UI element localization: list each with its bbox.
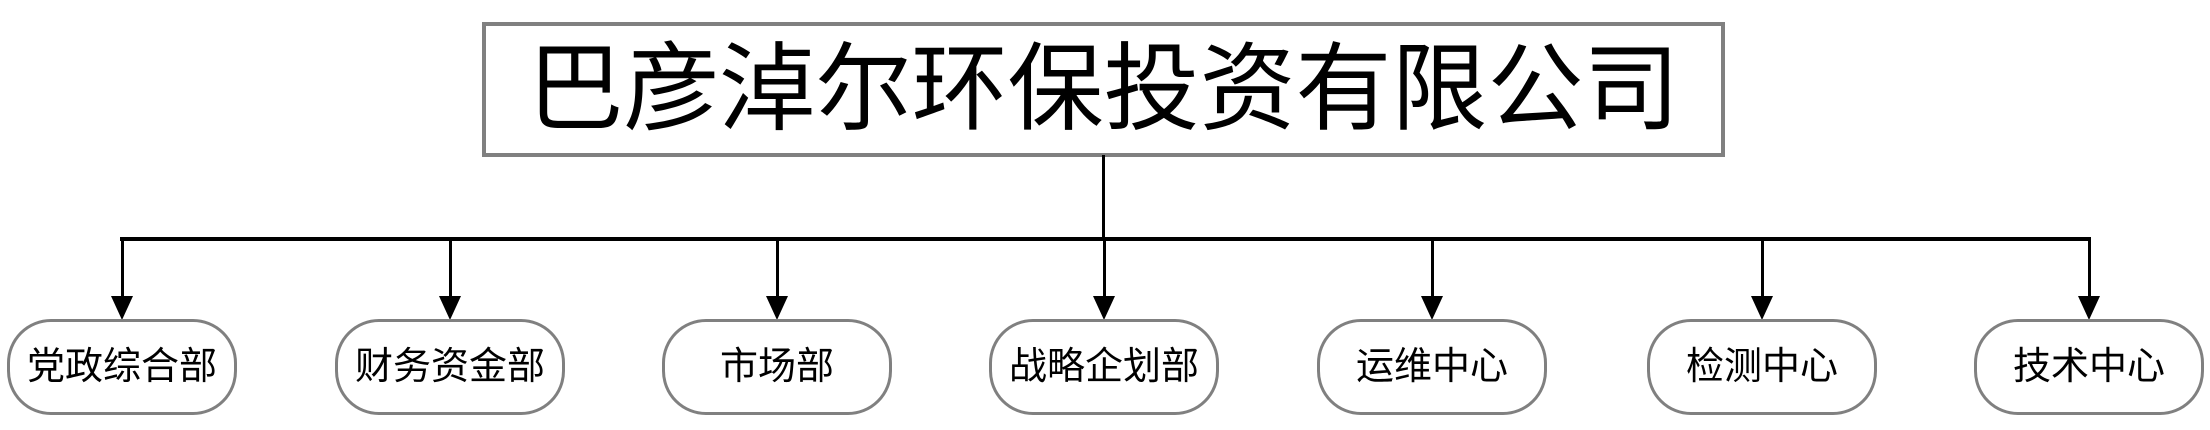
connector-stem	[1102, 155, 1105, 241]
connector-arrow-line	[775, 239, 779, 299]
dept-label: 市场部	[719, 346, 834, 388]
dept-label: 财务资金部	[354, 346, 545, 388]
org-node-dept-4: 战略企划部	[989, 319, 1219, 415]
org-node-dept-1: 党政综合部	[7, 319, 237, 415]
arrow-down-icon	[1093, 296, 1115, 320]
arrow-down-icon	[2078, 296, 2100, 320]
dept-label: 党政综合部	[26, 346, 217, 388]
connector-arrow-line	[1760, 239, 1764, 299]
connector-arrow-line	[1102, 239, 1106, 299]
arrow-down-icon	[1751, 296, 1773, 320]
connector-arrow-line	[2087, 239, 2091, 299]
arrow-down-icon	[439, 296, 461, 320]
arrow-down-icon	[1421, 296, 1443, 320]
org-node-dept-5: 运维中心	[1317, 319, 1547, 415]
org-node-dept-6: 检测中心	[1647, 319, 1877, 415]
dept-label: 战略企划部	[1008, 346, 1199, 388]
arrow-down-icon	[766, 296, 788, 320]
dept-label: 技术中心	[2012, 346, 2165, 388]
dept-label: 运维中心	[1355, 346, 1508, 388]
org-node-dept-2: 财务资金部	[335, 319, 565, 415]
arrow-down-icon	[111, 296, 133, 320]
connector-arrow-line	[1430, 239, 1434, 299]
connector-arrow-line	[448, 239, 452, 299]
connector-arrow-line	[120, 239, 124, 299]
dept-label: 检测中心	[1685, 346, 1838, 388]
org-node-dept-7: 技术中心	[1974, 319, 2204, 415]
company-title: 巴彦淖尔环保投资有限公司	[527, 35, 1680, 143]
org-node-dept-3: 市场部	[662, 319, 892, 415]
connector-crossbar	[120, 237, 2091, 241]
root-node-company: 巴彦淖尔环保投资有限公司	[482, 22, 1725, 157]
